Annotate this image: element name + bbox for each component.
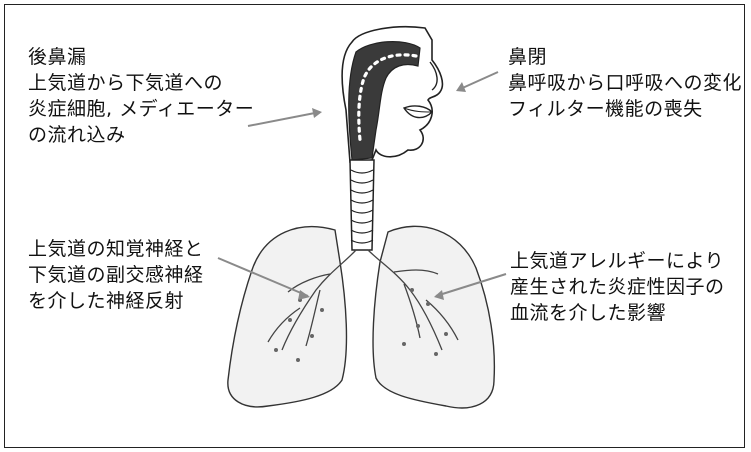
annotation-line: 下気道の副交感神経 bbox=[28, 262, 204, 288]
annotation-systemic-effect: 上気道アレルギーにより 産生された炎症性因子の 血流を介した影響 bbox=[510, 248, 725, 326]
annotation-nasal-obstruction: 鼻閉 鼻呼吸から口呼吸への変化 フィルター機能の喪失 bbox=[508, 44, 742, 122]
annotation-line: 産生された炎症性因子の bbox=[510, 274, 725, 300]
annotation-neural-reflex: 上気道の知覚神経と 下気道の副交感神経 を介した神経反射 bbox=[28, 236, 204, 314]
annotation-line: を介した神経反射 bbox=[28, 288, 204, 314]
annotation-line: の流れ込み bbox=[28, 122, 254, 148]
annotation-line: 血流を介した影響 bbox=[510, 300, 725, 326]
annotation-line: フィルター機能の喪失 bbox=[508, 96, 742, 122]
arrow-postnasal bbox=[248, 112, 320, 126]
left-lung bbox=[228, 227, 347, 407]
annotation-line: 上気道から下気道への bbox=[28, 70, 254, 96]
annotation-line: 鼻呼吸から口呼吸への変化 bbox=[508, 70, 742, 96]
annotation-line: 上気道の知覚神経と bbox=[28, 236, 204, 262]
annotation-line: 炎症細胞, メディエーター bbox=[28, 96, 254, 122]
annotation-title: 鼻閉 bbox=[508, 44, 742, 70]
annotation-title: 後鼻漏 bbox=[28, 44, 254, 70]
annotation-postnasal-drip: 後鼻漏 上気道から下気道への 炎症細胞, メディエーター の流れ込み bbox=[28, 44, 254, 148]
arrowhead-postnasal bbox=[312, 108, 322, 118]
right-lung bbox=[373, 226, 494, 408]
annotation-line: 上気道アレルギーにより bbox=[510, 248, 725, 274]
